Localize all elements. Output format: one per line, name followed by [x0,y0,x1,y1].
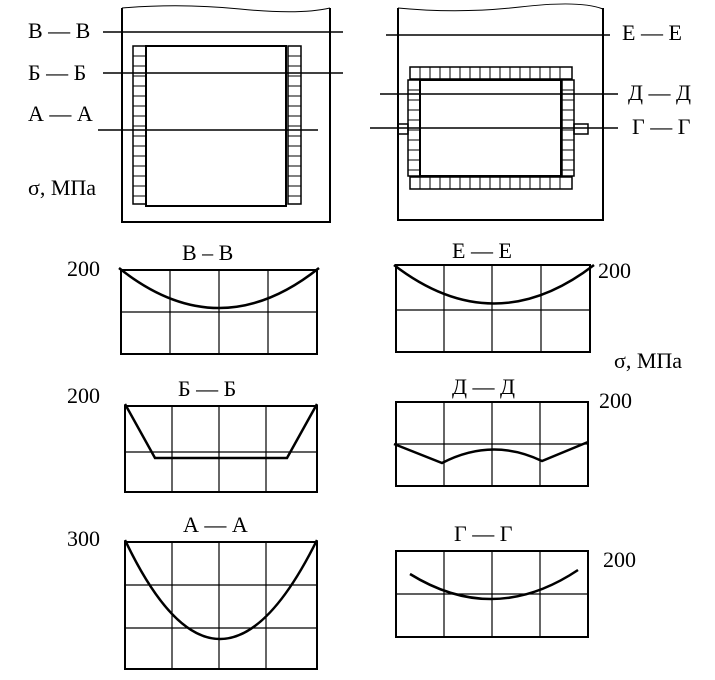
stress-curve-vv [118,267,320,310]
scale-value-vv: 200 [67,256,100,281]
graph-title-aa: А — А [183,512,248,537]
right-specimen [370,3,618,221]
scale-value-gg: 200 [603,547,636,572]
graph-gg [395,550,589,638]
stress-axis-label-top: σ, МПа [28,175,96,200]
graph-title-ee: Е — Е [452,238,512,263]
right-weld-bead-top [409,66,573,80]
section-label-gg: Г — Г [632,114,691,139]
scale-value-dd: 200 [599,388,632,413]
scale-value-bb: 200 [67,383,100,408]
scale-value-aa: 300 [67,526,100,551]
scale-value-ee: 200 [598,258,631,283]
graph-dd [393,401,589,487]
graph-aa [123,539,319,670]
left-weld-bead-left [132,45,147,205]
left-weld-bead-right [287,45,302,205]
graph-title-dd: Д — Д [452,374,515,399]
graph-vv [118,267,320,355]
stress-curve-gg [409,568,579,601]
graph-ee [393,264,595,353]
section-label-aa: А — А [28,101,93,126]
stress-curve-ee [393,264,595,305]
right-weld-bead-bottom [409,176,573,190]
section-label-dd: Д — Д [628,80,691,105]
section-label-bb: Б — Б [28,60,86,85]
graph-bb [123,403,319,493]
graph-title-bb: Б — Б [178,376,236,401]
left-specimen [98,5,343,223]
graph-title-vv: В – В [182,240,233,265]
stress-axis-label-right: σ, МПа [614,348,682,373]
section-label-ee: Е — Е [622,20,682,45]
section-label-vv: В — В [28,18,90,43]
stress-curve-bb [123,403,319,460]
stress-curve-dd [393,440,589,465]
graph-title-gg: Г — Г [454,521,513,546]
stress-curve-aa [123,539,319,640]
